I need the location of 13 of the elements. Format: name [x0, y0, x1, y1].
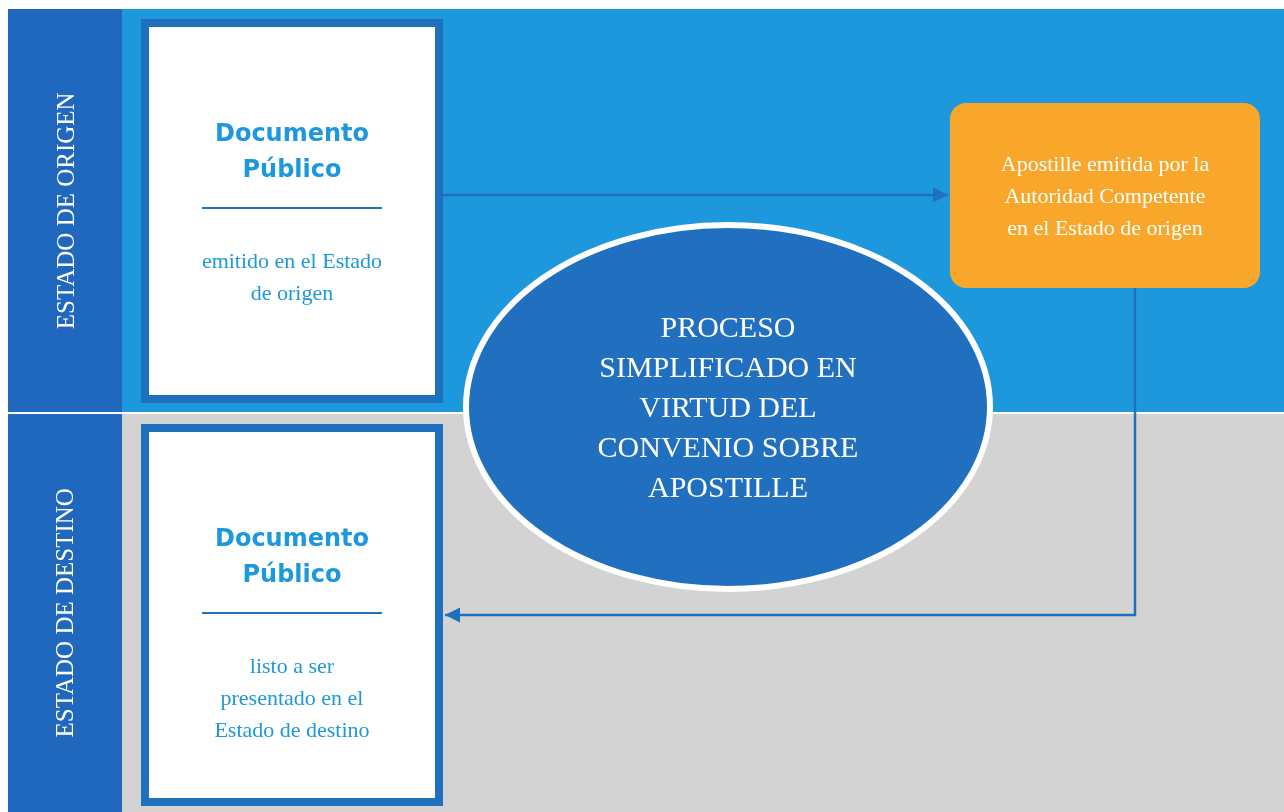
arrow: [445, 288, 1137, 623]
ellipse-text: PROCESO SIMPLIFICADO EN VIRTUD DEL CONVENIO SOBRE APOSTILLE: [596, 309, 860, 505]
band-label: ESTADO DE ORIGEN: [50, 92, 80, 329]
document-card: [141, 424, 443, 806]
authority-box: [950, 103, 1260, 288]
card-description: listo a ser presentado en el Estado de destino: [213, 652, 371, 744]
card-title: Documento Público: [213, 118, 371, 185]
box-text: Apostille emitida por la Autoridad Competente en el Estado de origen: [999, 149, 1211, 242]
arrow: [443, 187, 948, 203]
card-title: Documento Público: [213, 523, 371, 590]
band-label: ESTADO DE DESTINO: [50, 488, 80, 738]
document-card: [141, 19, 443, 403]
card-description: emitido en el Estado de origen: [200, 247, 384, 307]
